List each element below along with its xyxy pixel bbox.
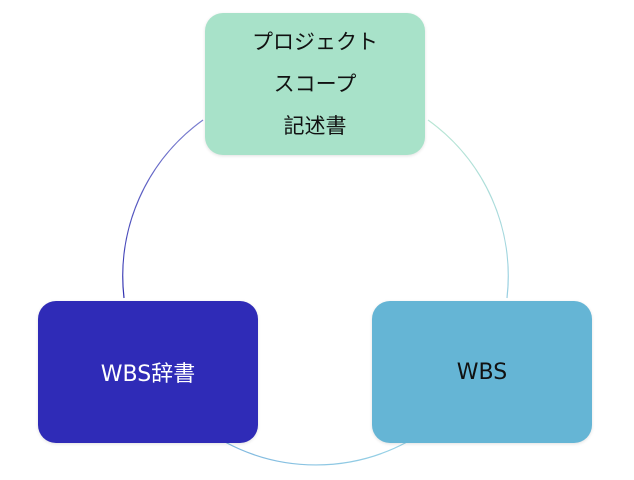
connector-top-to-right	[427, 119, 509, 299]
node-label-line: スコープ	[273, 72, 357, 96]
project-scope-statement-node: プロジェクト スコープ 記述書	[205, 13, 425, 155]
connector-left-to-top	[122, 119, 204, 299]
node-label: WBS	[456, 359, 508, 385]
node-label-line: プロジェクト	[252, 30, 378, 54]
node-label-line: 記述書	[283, 114, 347, 138]
connector-right-to-left	[224, 441, 408, 466]
node-label: WBS辞書	[100, 362, 196, 387]
wbs-dictionary-node: WBS辞書	[38, 301, 258, 443]
wbs-node: WBS	[372, 301, 592, 443]
